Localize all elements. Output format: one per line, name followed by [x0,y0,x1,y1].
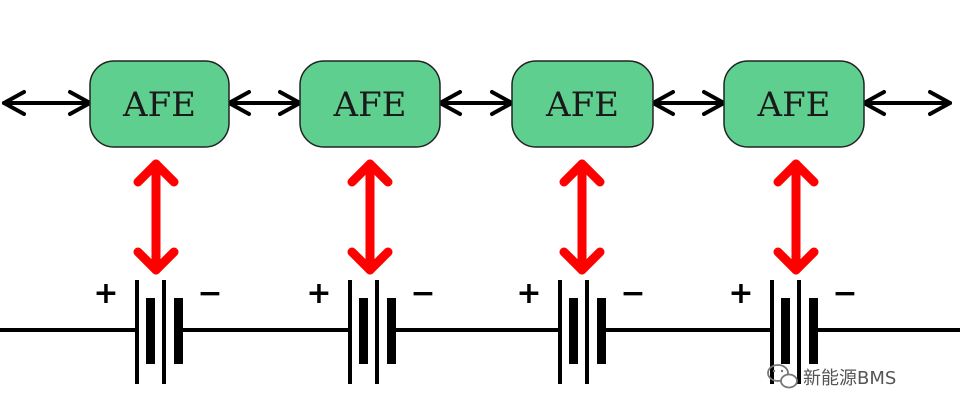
afe-box [89,60,230,148]
battery-cell-4: + − [728,276,858,384]
measurement-arrow-1 [133,159,179,275]
cell-gap [561,326,601,334]
wechat-icon [767,364,798,389]
minus-sign: − [410,276,435,311]
chain-arrow-3-4 [651,90,726,116]
cell-plate-short [569,298,578,364]
afe-block-4: AFE [723,60,865,148]
plus-sign: + [728,276,753,311]
watermark-text: 新能源BMS [803,368,896,389]
afe-box [723,60,865,148]
cell-plate-short [359,298,368,364]
cell-plate-long [162,280,166,384]
cell-plate-short [781,298,790,364]
afe-label: AFE [333,85,407,125]
plus-sign: + [516,276,541,311]
cell-plate-long [375,280,379,384]
battery-cell-3: + − [516,276,646,384]
afe-block-1: AFE [89,60,230,148]
cell-plate-long [135,280,139,384]
cell-gap [351,326,391,334]
chain-arrow-left [2,90,92,116]
cell-plate-long [558,280,562,384]
cell-gap [138,326,178,334]
cell-gap [773,326,813,334]
afe-label: AFE [545,85,619,125]
chain-arrow-1-2 [227,90,302,116]
watermark: 新能源BMS [767,364,896,389]
cell-plate-short [146,298,155,364]
afe-block-2: AFE [299,60,441,148]
minus-sign: − [620,276,645,311]
cell-plate-long [770,280,774,384]
cell-plate-short [809,298,818,364]
measurement-arrow-2 [347,159,393,275]
measurement-arrow-3 [559,159,605,275]
afe-label: AFE [757,85,831,125]
afe-box [299,60,441,148]
cell-plate-short [174,298,183,364]
afe-label: AFE [122,85,196,125]
battery-cell-2: + − [306,276,436,384]
measurement-arrow-4 [773,159,819,275]
measurement-arrows [133,159,819,275]
plus-sign: + [306,276,331,311]
minus-sign: − [197,276,222,311]
plus-sign: + [93,276,118,311]
minus-sign: − [832,276,857,311]
cell-plate-long [797,280,801,384]
afe-box [511,60,654,148]
battery-cell-1: + − [93,276,223,384]
afe-block-3: AFE [511,60,654,148]
cell-plate-short [387,298,396,364]
chain-arrow-2-3 [438,90,514,116]
cell-plate-long [348,280,352,384]
cell-plate-short [597,298,606,364]
cell-plate-long [585,280,589,384]
chain-arrow-right [862,90,952,116]
